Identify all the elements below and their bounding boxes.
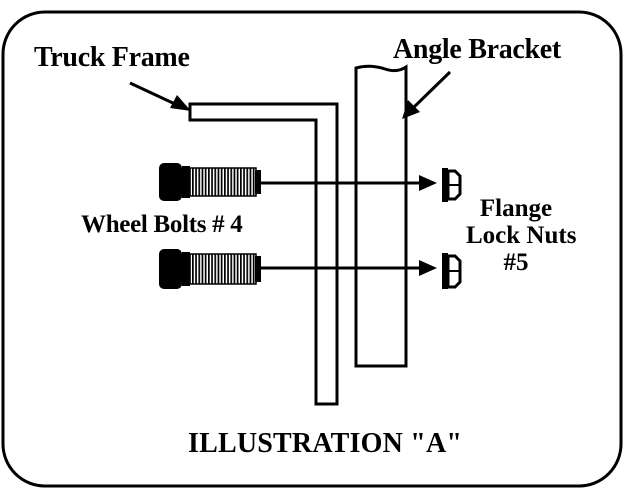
truck-frame-label: Truck Frame [34, 42, 190, 73]
wheel-bolts-label: Wheel Bolts # 4 [81, 211, 243, 238]
flange-label-line-1: Flange [479, 195, 553, 222]
wheel-bolt-upper [159, 163, 261, 201]
angle-bracket-leader-arrow [402, 70, 452, 119]
angle-bracket [354, 64, 408, 368]
flange-label-line-2: Lock Nuts [466, 222, 577, 249]
illustration-border [1, 10, 623, 488]
flange-label-line-3: #5 [503, 249, 529, 276]
lower-bolt-arrow [261, 260, 437, 276]
angle-bracket-label: Angle Bracket [393, 34, 561, 65]
illustration-caption: ILLUSTRATION "A" [188, 428, 463, 459]
flange-lock-nuts-label: Flange Lock Nuts #5 [466, 195, 577, 276]
upper-bolt-arrow [261, 175, 437, 191]
truck-frame [188, 102, 339, 406]
flange-lock-nut-upper [442, 168, 462, 202]
wheel-bolt-lower [159, 249, 261, 289]
flange-lock-nut-lower [442, 253, 462, 289]
truck-frame-leader-arrow [129, 81, 191, 111]
